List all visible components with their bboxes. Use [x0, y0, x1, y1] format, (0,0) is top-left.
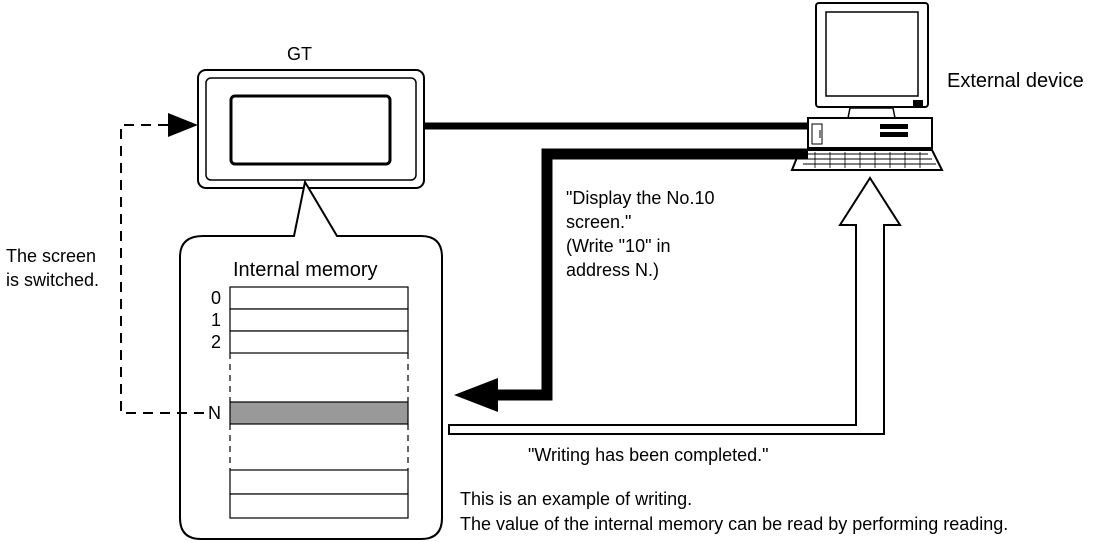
memory-cell-1: [229, 308, 409, 332]
memory-table: [229, 286, 409, 519]
write-request-arrow: [490, 148, 808, 401]
footer-note-line1: This is an example of writing.: [460, 489, 692, 509]
computer-icon: [790, 2, 944, 171]
memory-callout: [179, 179, 443, 540]
completion-note: "Writing has been completed.": [528, 445, 769, 465]
request-note-line2: screen.": [566, 212, 631, 232]
footer-note-line2: The value of the internal memory can be …: [460, 514, 1008, 534]
address-label-n: N: [208, 403, 221, 423]
screen-switch-dashed-line: [120, 124, 204, 414]
request-note-line3: (Write "10" in: [566, 236, 670, 256]
request-note-line4: address N.): [566, 260, 659, 280]
write-request-arrowhead: [454, 378, 498, 412]
memory-cell-tail-1: [229, 469, 409, 495]
address-label-2: 2: [211, 332, 221, 352]
memory-cell-2: [229, 330, 409, 354]
gt-device: [197, 69, 425, 189]
completion-arrow: [448, 176, 902, 435]
memory-cell-tail-2: [229, 493, 409, 519]
address-label-0: 0: [211, 288, 221, 308]
screen-switch-arrowhead: [168, 113, 198, 137]
memory-title: Internal memory: [233, 259, 378, 281]
switch-note-line2: is switched.: [6, 270, 99, 290]
switch-note-line1: The screen: [6, 246, 96, 266]
memory-cell-n: [229, 401, 409, 425]
request-note-line1: "Display the No.10: [566, 188, 714, 208]
memory-cell-0: [229, 286, 409, 310]
external-device-label: External device: [947, 70, 1084, 92]
gt-title: GT: [287, 44, 312, 64]
address-label-1: 1: [211, 310, 221, 330]
